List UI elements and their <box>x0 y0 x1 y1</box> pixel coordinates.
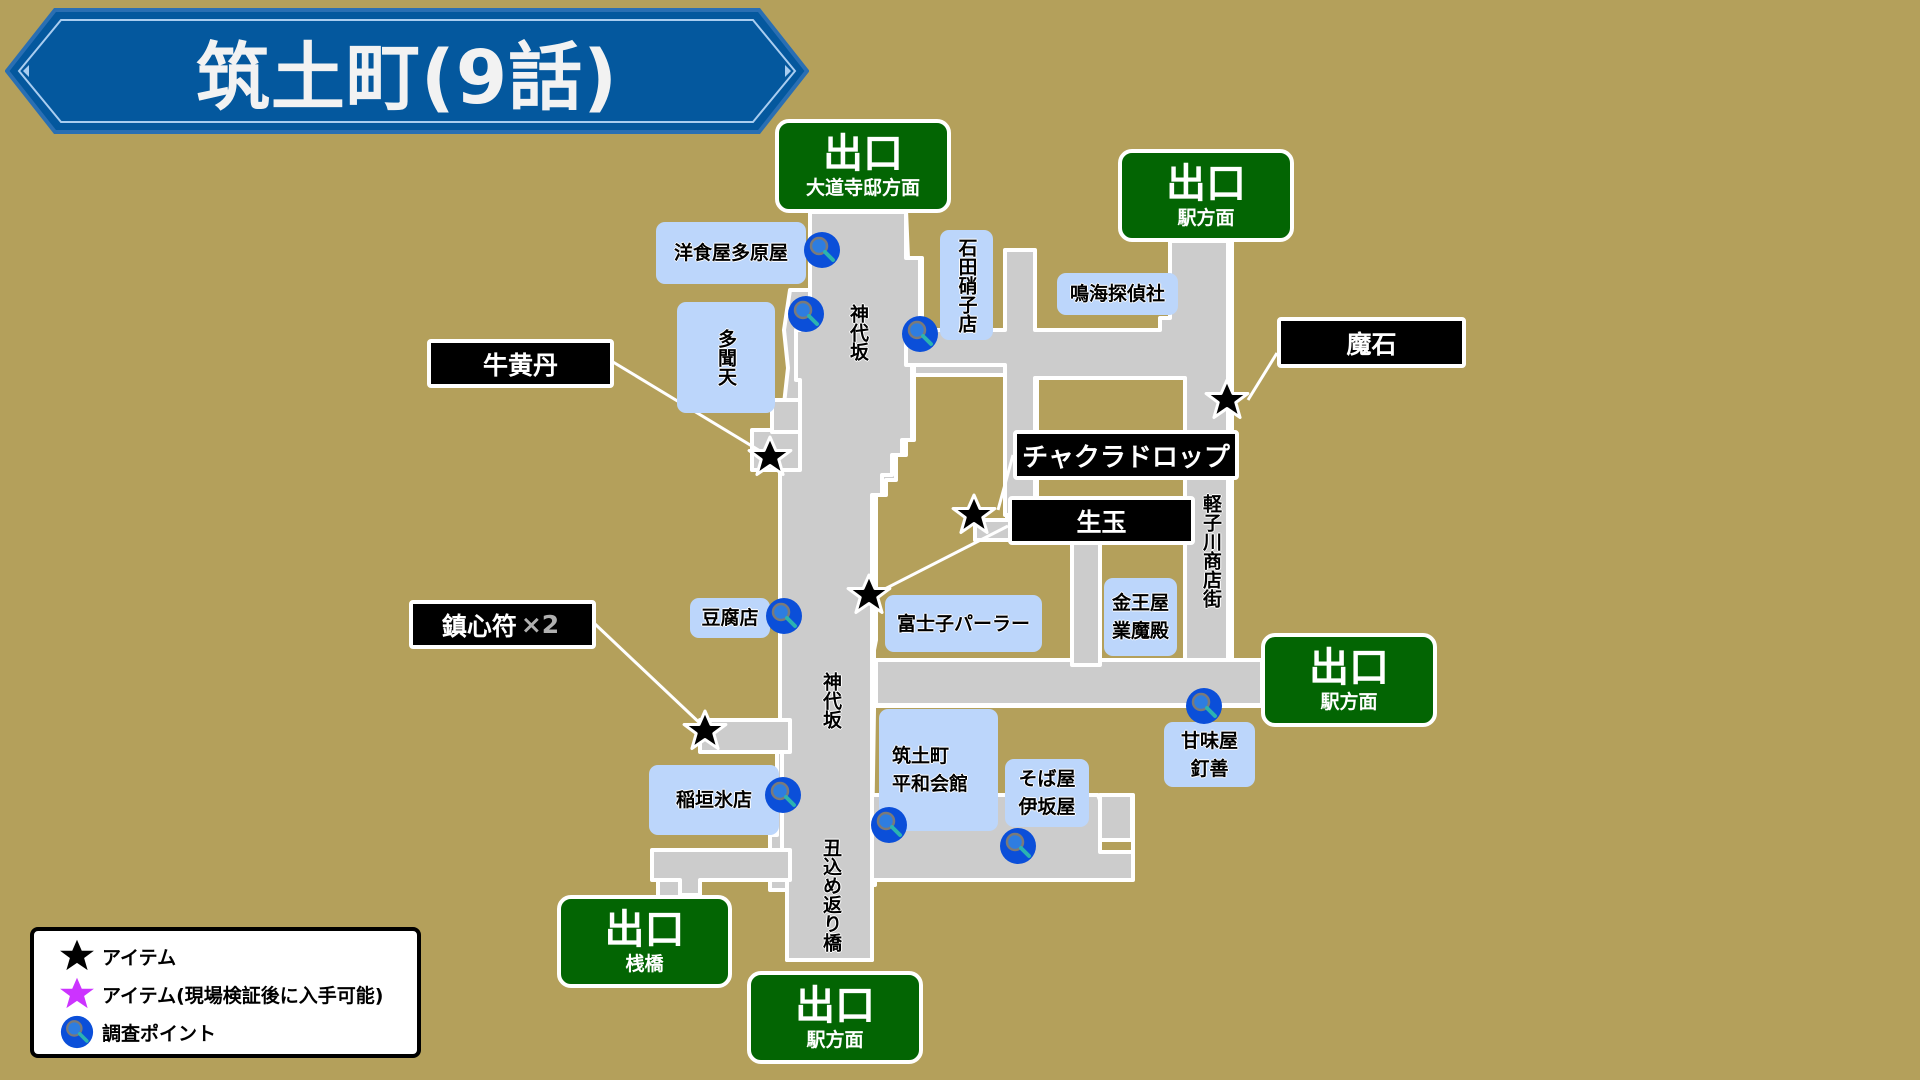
building-kinnouya: 金王屋 業魔殿 <box>1104 578 1177 656</box>
exit-station-right[interactable]: 出口 駅方面 <box>1261 633 1437 727</box>
item-name: 生玉 <box>1076 507 1127 537</box>
exit-direction: 駅方面 <box>1320 691 1378 713</box>
item-name: 魔石 <box>1346 329 1397 359</box>
legend-label: 調査ポイント <box>102 1022 217 1045</box>
building-label: そば屋 <box>1018 768 1076 790</box>
street-label-karukogawa: 軽子川商店街 <box>1200 494 1222 608</box>
building-label: 多聞天 <box>715 329 737 386</box>
investigation-point-inagaki[interactable] <box>764 776 802 814</box>
magnifier-icon <box>765 777 801 813</box>
building-fujiko-parlor: 富士子パーラー <box>885 595 1042 652</box>
black-star-icon <box>58 938 96 974</box>
exit-direction: 桟橋 <box>625 952 664 975</box>
building-label: 伊坂屋 <box>1018 796 1076 818</box>
magnifier-icon <box>1186 688 1222 724</box>
exit-pier[interactable]: 出口 桟橋 <box>557 895 732 988</box>
legend-row-item: アイテム <box>58 937 417 975</box>
building-tamonten: 多聞天 <box>677 302 775 413</box>
building-ishida-glass: 石田硝子店 <box>940 230 993 340</box>
street-label-kamishiro-lower: 神代坂 <box>820 672 842 729</box>
exit-station-bottom[interactable]: 出口 駅方面 <box>747 971 923 1064</box>
investigation-point-kanmiya[interactable] <box>1185 687 1223 725</box>
building-yoshokuya: 洋食屋多原屋 <box>656 222 806 284</box>
legend-row-investigation-point: 調査ポイント <box>58 1013 417 1051</box>
building-label: 富士子パーラー <box>896 612 1030 635</box>
building-inagaki-ice: 稲垣氷店 <box>649 765 779 835</box>
magnifier-icon <box>902 316 938 352</box>
item-name: 鎮心符 <box>441 611 517 641</box>
legend-row-item-after-inspection: アイテム(現場検証後に入手可能) <box>58 975 417 1013</box>
building-label: 甘味屋 <box>1180 729 1238 752</box>
title-banner: 筑土町(9話) <box>5 8 809 134</box>
page-title: 筑土町(9話) <box>195 34 619 121</box>
magnifier-icon <box>1000 828 1036 864</box>
investigation-point-ishida[interactable] <box>901 315 939 353</box>
magnifier-icon <box>766 598 802 634</box>
item-callout-ikudama: 生玉 <box>1008 496 1195 545</box>
street-label-kamishiro-upper: 神代坂 <box>847 304 869 361</box>
exit-daidoji[interactable]: 出口 大道寺邸方面 <box>775 119 951 213</box>
investigation-point-heiwa-hall[interactable] <box>870 806 908 844</box>
magnifier-icon <box>804 232 840 268</box>
map-legend: アイテム アイテム(現場検証後に入手可能) 調査ポイント <box>30 927 421 1058</box>
magnifier-icon <box>788 296 824 332</box>
building-label: 石田硝子店 <box>955 237 978 333</box>
building-narumi-detective: 鳴海探偵社 <box>1057 273 1178 315</box>
exit-direction: 駅方面 <box>806 1028 864 1051</box>
building-label: 豆腐店 <box>701 607 759 629</box>
item-callout-chinshinfu: 鎮心符 ×2 <box>409 600 596 649</box>
investigation-point-tofu[interactable] <box>765 597 803 635</box>
building-label: 平和会館 <box>892 773 969 795</box>
building-label: 稲垣氷店 <box>675 789 752 811</box>
exit-label: 出口 <box>1166 160 1246 207</box>
exit-station-top[interactable]: 出口 駅方面 <box>1118 149 1294 242</box>
exit-direction: 大道寺邸方面 <box>805 177 920 199</box>
building-label: 業魔殿 <box>1111 620 1169 642</box>
building-label: 釘善 <box>1190 757 1229 780</box>
item-callout-maseki: 魔石 <box>1277 317 1466 368</box>
purple-star-icon <box>58 976 96 1012</box>
magnifier-icon <box>58 1014 96 1050</box>
investigation-point-yoshokuya[interactable] <box>803 231 841 269</box>
investigation-point-tamonten[interactable] <box>787 295 825 333</box>
magnifier-icon <box>871 807 907 843</box>
item-callout-gyuoutan: 牛黄丹 <box>427 339 614 388</box>
street-label-ushigome: 丑込め返り橋 <box>820 838 842 952</box>
building-label: 金王屋 <box>1111 592 1169 614</box>
exit-label: 出口 <box>823 131 903 177</box>
item-name: 牛黄丹 <box>482 350 558 380</box>
building-label: 筑土町 <box>892 745 950 767</box>
building-soba-isakaya: そば屋 伊坂屋 <box>1005 759 1089 827</box>
exit-label: 出口 <box>1309 645 1389 691</box>
item-callout-chakra-drop: チャクラドロップ <box>1013 430 1239 480</box>
building-label: 鳴海探偵社 <box>1069 283 1165 305</box>
investigation-point-soba[interactable] <box>999 827 1037 865</box>
item-name: チャクラドロップ <box>1022 442 1230 473</box>
banner-shape <box>5 8 809 134</box>
legend-label: アイテム(現場検証後に入手可能) <box>102 984 384 1007</box>
exit-label: 出口 <box>795 982 875 1029</box>
building-kanmiya-kugizen: 甘味屋 釘善 <box>1164 722 1255 787</box>
legend-label: アイテム <box>102 946 177 969</box>
building-label: 洋食屋多原屋 <box>673 242 788 264</box>
exit-direction: 駅方面 <box>1177 206 1235 229</box>
exit-label: 出口 <box>604 906 685 953</box>
building-tofu: 豆腐店 <box>690 598 770 638</box>
item-quantity: ×2 <box>520 610 560 639</box>
